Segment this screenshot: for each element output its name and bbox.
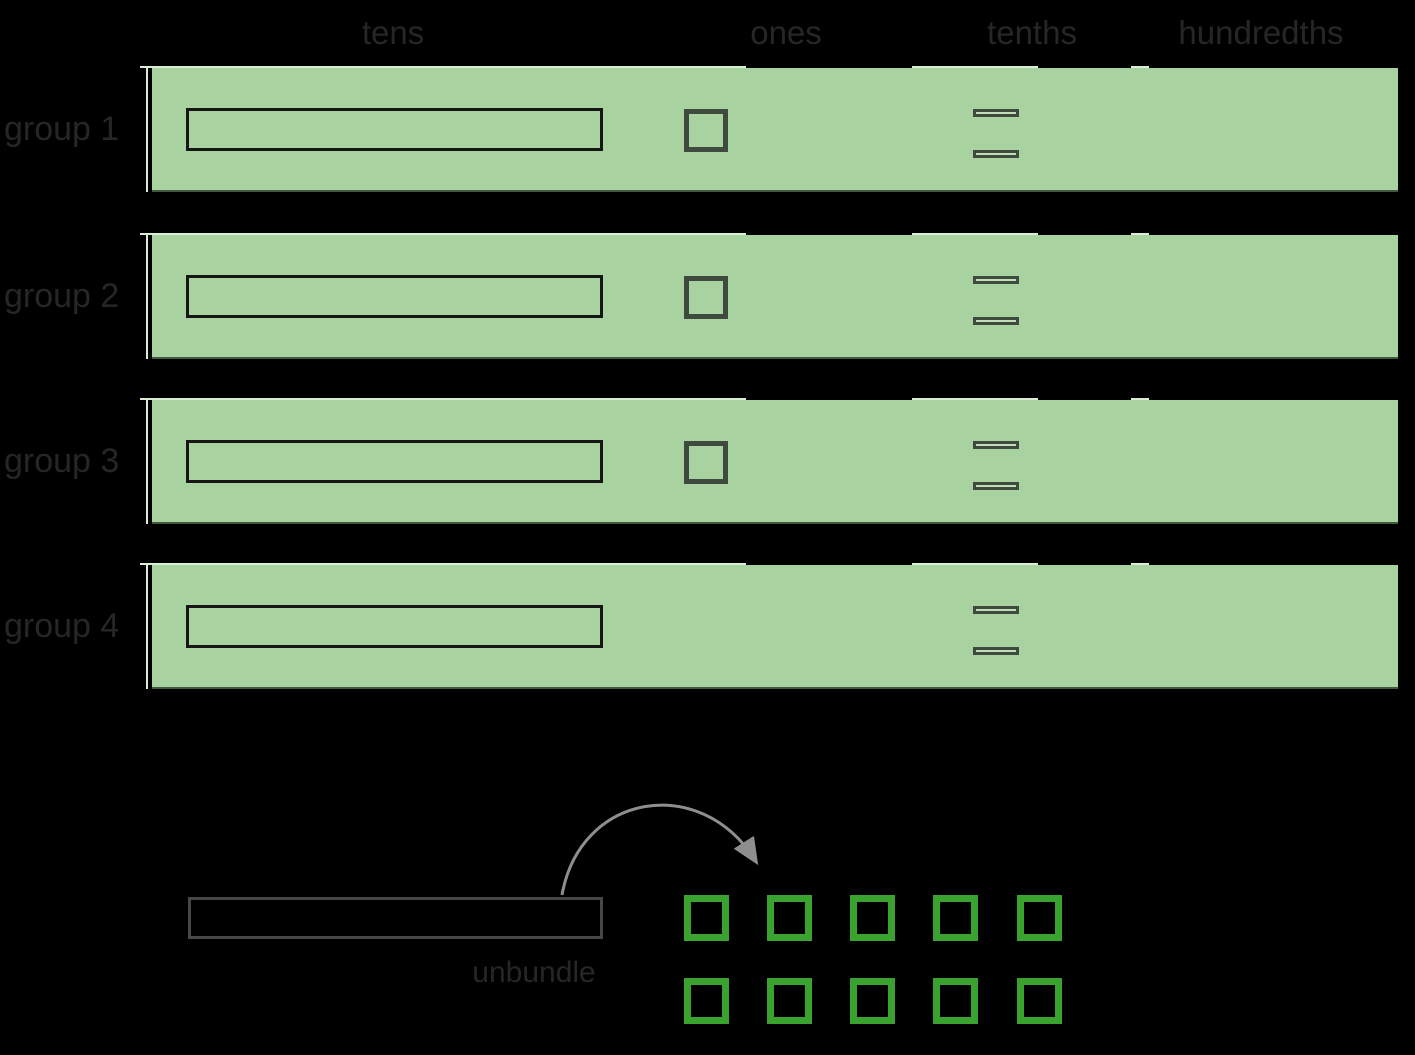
group-row [152,400,1398,524]
band-top-edge [912,66,1038,68]
band-top-edge [1131,398,1149,400]
band-top-edge [140,563,746,565]
column-header-ones: ones [750,14,822,51]
tens-rod [186,108,603,151]
tens-rod [186,605,603,648]
unbundled-tenth-square [767,895,812,941]
unbundled-tenth-square [933,895,978,941]
unbundled-tenth-square [933,978,978,1024]
band-top-edge [140,398,746,400]
group-label-3: group 3 [4,442,120,480]
unbundle-label: unbundle [472,956,596,989]
group-row [152,235,1398,359]
column-header-tens: tens [361,14,425,51]
band-top-edge [140,233,746,235]
unbundle-arrow-icon [560,803,759,896]
unbundled-tenth-square [1017,895,1062,941]
ones-square [684,276,728,319]
group-label-4: group 4 [4,607,120,645]
band-top-edge [1131,233,1149,235]
tenth-bar [973,647,1019,655]
band-top-edge [912,563,1038,565]
unbundled-tenth-square [850,895,895,941]
unbundled-tens-rod [188,897,603,939]
band-left-edge [146,400,148,524]
tenth-bar [973,317,1019,325]
band-top-edge [912,233,1038,235]
tenth-bar [973,606,1019,614]
ones-square [684,109,728,152]
unbundled-tenth-square [850,978,895,1024]
column-header-hundredths: hundredths [1178,14,1344,51]
unbundled-tenth-square [1017,978,1062,1024]
band-left-edge [146,68,148,192]
group-row [152,565,1398,689]
band-top-edge [912,398,1038,400]
tens-rod [186,275,603,318]
tenth-bar [973,441,1019,449]
unbundled-tenth-square [684,895,729,941]
tens-rod [186,440,603,483]
group-row [152,68,1398,192]
tenth-bar [973,109,1019,117]
band-top-edge [1131,563,1149,565]
unbundled-tenth-square [767,978,812,1024]
tenth-bar [973,150,1019,158]
tenth-bar [973,276,1019,284]
group-label-1: group 1 [4,110,120,148]
column-header-tenths: tenths [987,14,1077,51]
band-top-edge [140,66,746,68]
tenth-bar [973,482,1019,490]
band-left-edge [146,235,148,359]
group-label-2: group 2 [4,277,120,315]
band-left-edge [146,565,148,689]
ones-square [684,441,728,484]
unbundled-tenth-square [684,978,729,1024]
band-top-edge [1131,66,1149,68]
